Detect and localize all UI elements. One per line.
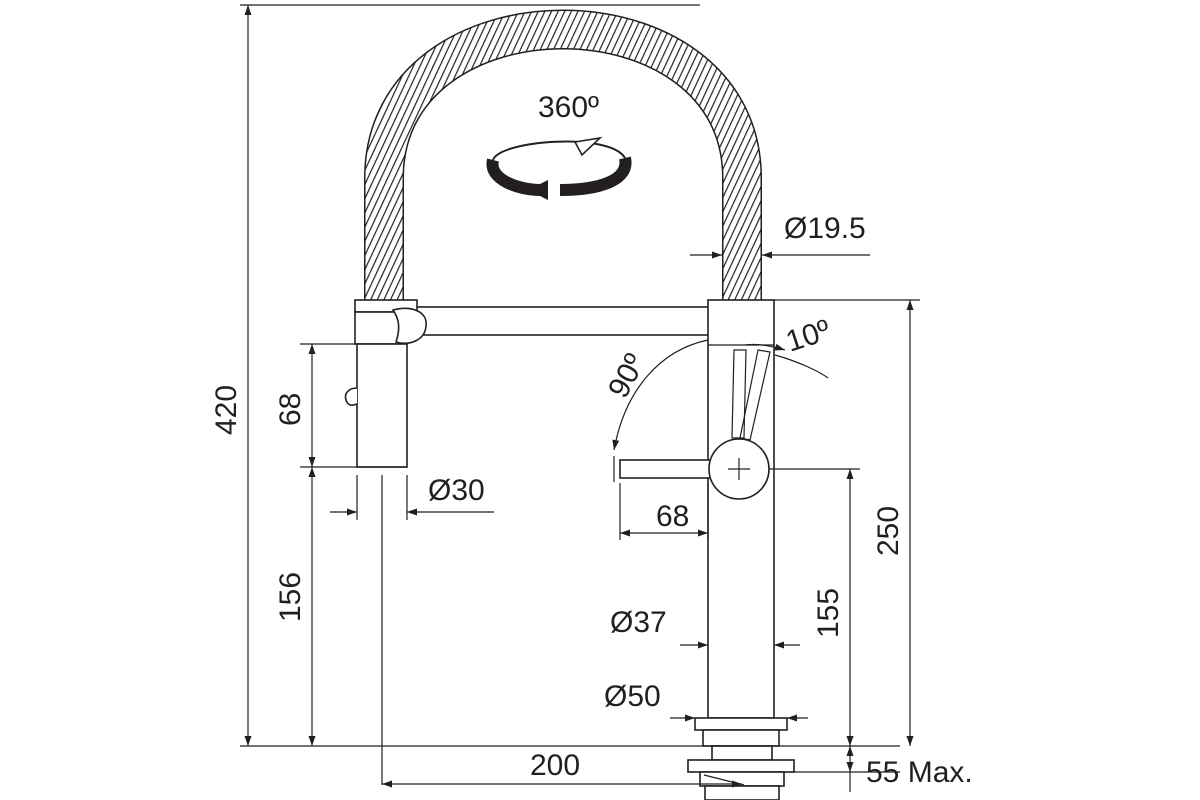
- label-spray-diameter: Ø30: [428, 474, 485, 507]
- dimension-lines: [244, 5, 914, 792]
- label-spray-length: 68: [274, 393, 307, 426]
- spout-arm: [354, 299, 711, 345]
- spray-head: [344, 343, 408, 468]
- faucet-base: [687, 717, 795, 800]
- label-lever-angle-small: 10º: [782, 314, 834, 359]
- label-base-diameter: Ø50: [604, 680, 661, 713]
- label-reach: 200: [530, 749, 580, 782]
- label-lever-height: 155: [812, 588, 845, 638]
- label-mount-depth: 55 Max.: [866, 756, 973, 789]
- label-spray-base-height: 156: [274, 572, 307, 622]
- rotation-arrow-icon: [486, 136, 632, 200]
- flex-hose: [364, 9, 762, 300]
- label-total-height: 420: [210, 385, 243, 435]
- label-hose-diameter: Ø19.5: [784, 212, 866, 245]
- extension-lines: [240, 4, 920, 785]
- label-lever-length: 68: [656, 500, 689, 533]
- label-body-diameter: Ø37: [610, 606, 667, 639]
- label-lever-angle-large: 90º: [602, 349, 652, 404]
- label-rotation: 360º: [538, 91, 599, 124]
- dimension-labels: 360º Ø19.5 10º 90º 420 68 Ø30 156 68 250…: [210, 91, 973, 789]
- label-spout-height: 250: [872, 506, 905, 556]
